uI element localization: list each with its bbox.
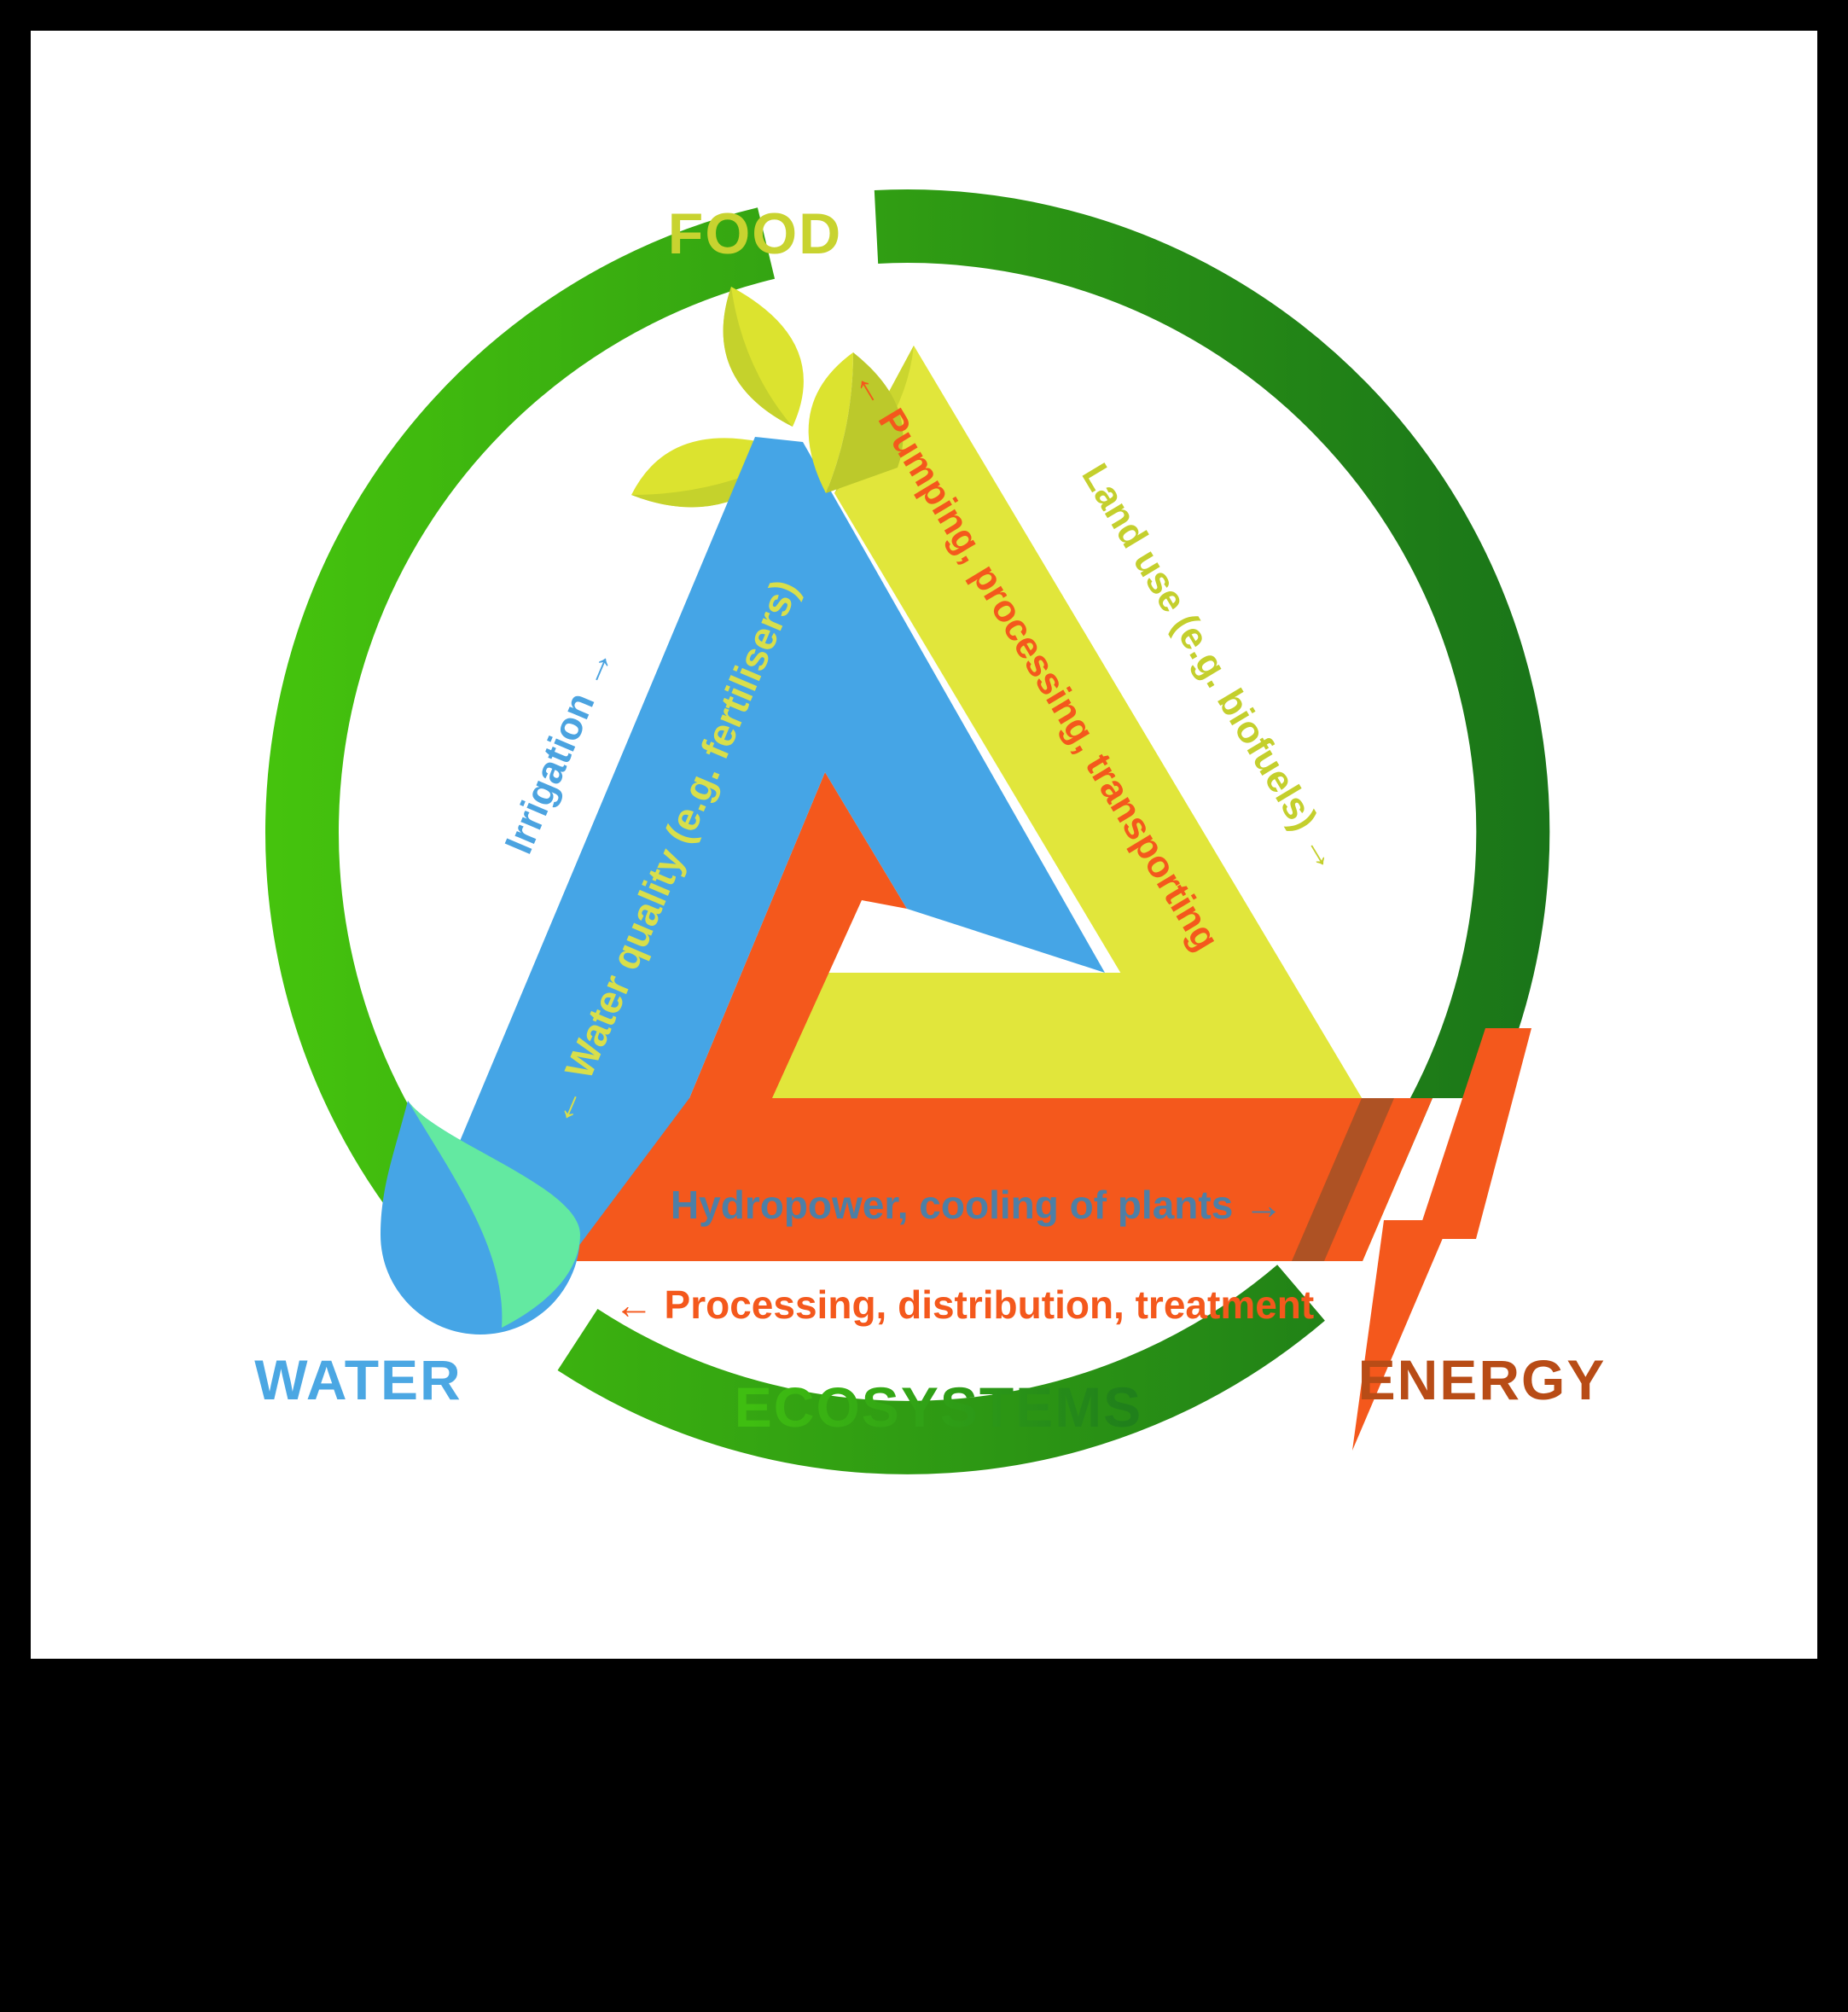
blue-band-water-food: [410, 437, 1105, 1261]
energy-label: ENERGY: [1358, 1348, 1607, 1411]
water-drop-highlight: [408, 1101, 580, 1328]
leaf-top-shade-icon: [723, 287, 793, 427]
orange-band-shadow: [1292, 1098, 1394, 1261]
leaf-left-shade-icon: [631, 452, 798, 508]
ring-arc-bottom: [557, 1265, 1325, 1474]
hydropower-flow-label: Hydropower, cooling of plants →: [671, 1183, 1283, 1227]
water-drop-icon: [381, 1101, 580, 1335]
ring-arc-right: [874, 189, 1550, 1210]
processing-flow-label: ← Processing, distribution, treatment: [614, 1282, 1314, 1327]
orange-band-water-energy: [526, 1098, 1432, 1261]
leaf-apex-icon: [808, 352, 853, 493]
ring-arc-left: [265, 207, 776, 1262]
lightning-bolt-upper: [1416, 1028, 1531, 1239]
yellow-band-wrap: [742, 973, 1246, 1101]
yellow-band-food-energy: [834, 346, 1459, 1261]
leaf-apex-shade-icon: [826, 352, 904, 493]
food-label: FOOD: [668, 201, 842, 266]
ecosystems-label: ECOSYSTEMS: [735, 1375, 1142, 1439]
ecosystems-ring: [265, 189, 1550, 1474]
leaf-top-icon: [723, 287, 804, 427]
orange-inner-chevron: [689, 772, 907, 1098]
water-label: WATER: [254, 1348, 462, 1411]
lightning-bolt-icon: [1352, 1028, 1531, 1451]
lightning-bolt-lower: [1352, 1220, 1450, 1451]
